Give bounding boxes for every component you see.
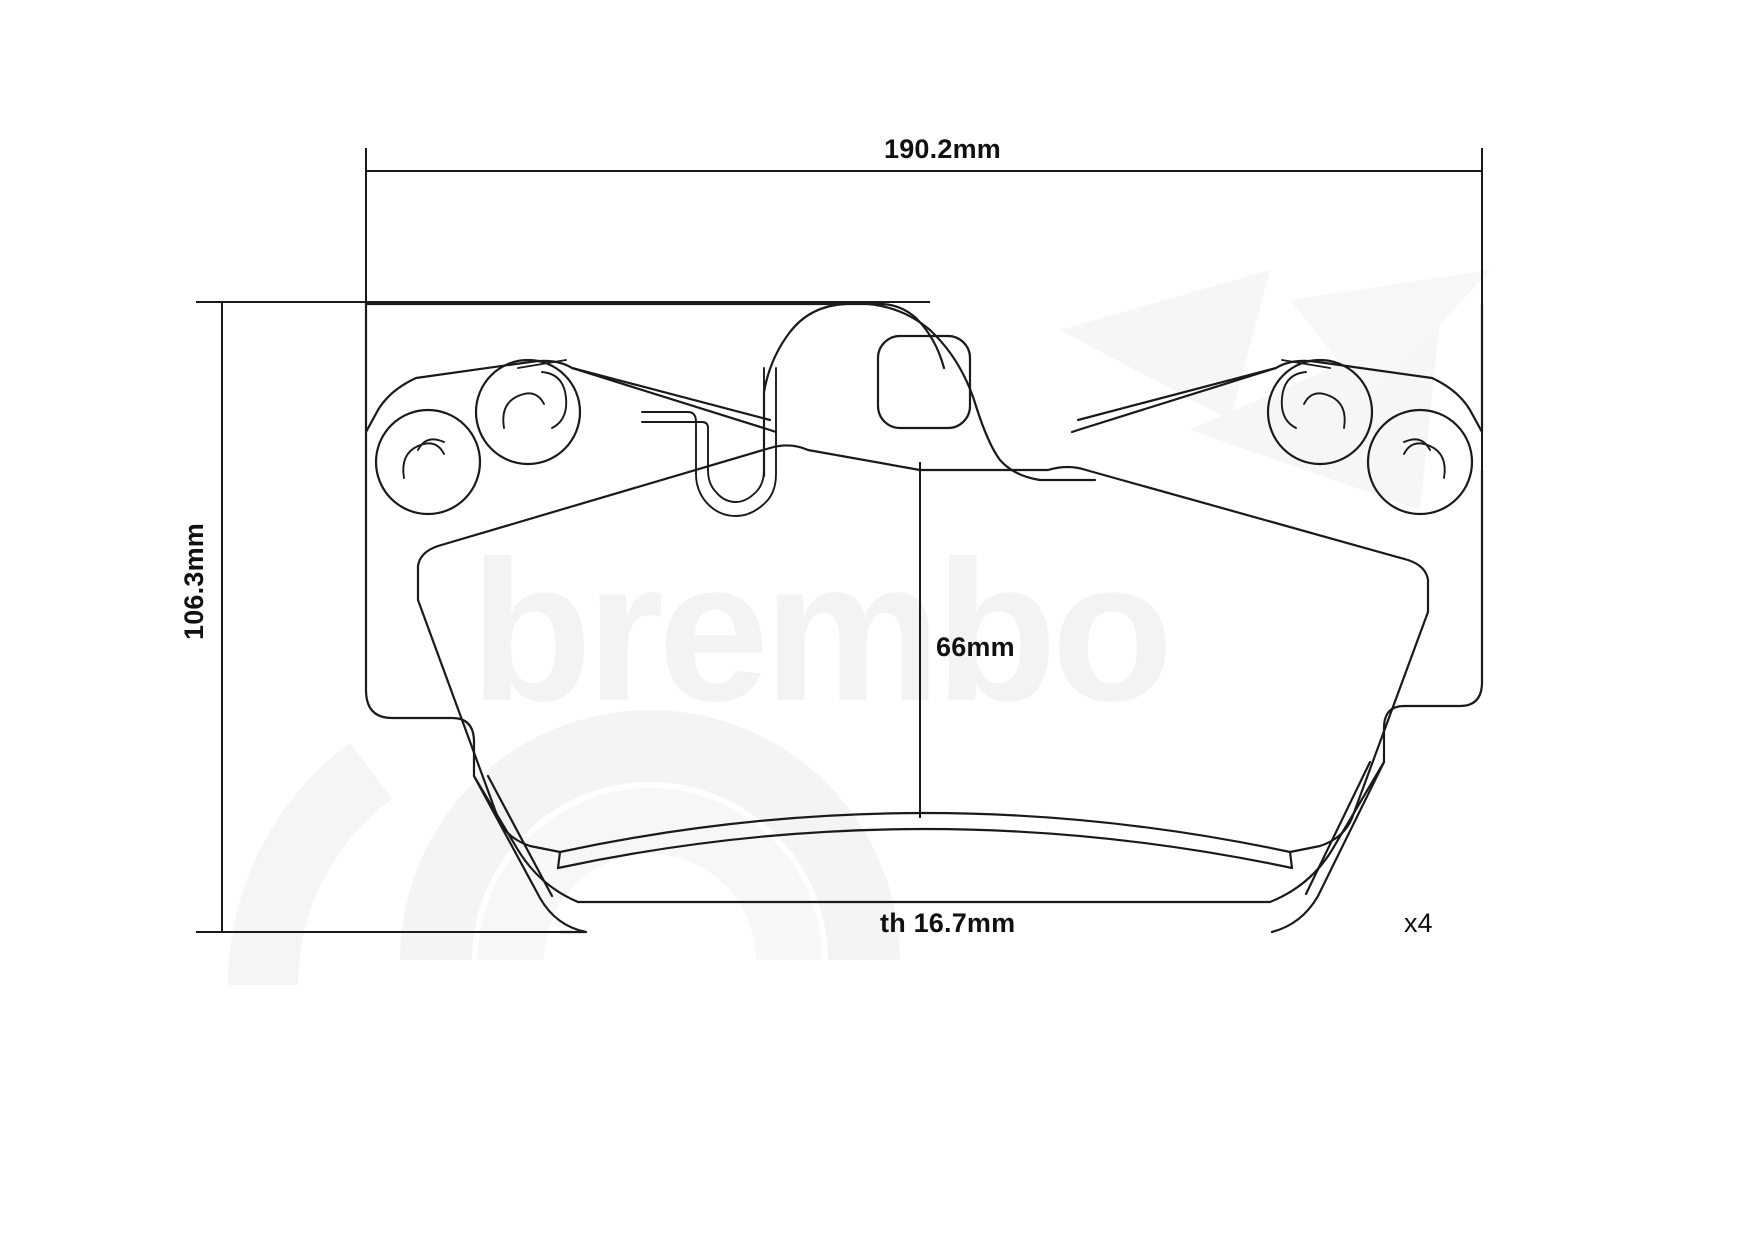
right-ear-outer-arc	[1403, 442, 1446, 479]
left-ear-tangent	[517, 359, 567, 369]
watermark-accent-shapes	[1060, 270, 1490, 510]
left-ear-outer-circle	[374, 408, 482, 516]
left-ear-outer-arc	[402, 442, 445, 479]
plate-thickness-edges	[472, 760, 1386, 934]
friction-bottom-edge-upper	[558, 811, 1292, 854]
watermark-wordmark: brembo	[470, 520, 1167, 743]
left-ear-inner-arc	[502, 392, 545, 429]
right-ear-outer-arc-2	[1403, 438, 1431, 451]
friction-bottom-edge-lower	[556, 827, 1294, 870]
brembo-watermark: brembo	[227, 270, 1490, 985]
left-ear-outer-arc-2	[417, 438, 445, 451]
backing-plate-outline	[364, 359, 1484, 904]
dimension-thickness: th 16.7mm	[880, 908, 1015, 938]
watermark-logo-mark	[227, 710, 900, 985]
right-ear-outer-circle	[1366, 408, 1474, 516]
left-ear-inner-arc-2	[541, 371, 568, 429]
quantity-label: x4	[1404, 908, 1433, 938]
width-dimension-label: 190.2mm	[884, 134, 1001, 164]
right-ear-inner-circle	[1266, 358, 1374, 466]
right-ear-inner-arc	[1303, 392, 1346, 429]
friction-material-outline	[416, 444, 1430, 870]
left-ear-inner-circle	[474, 358, 582, 466]
left-spring-ears	[374, 358, 582, 516]
right-spring-ears	[1266, 358, 1474, 516]
thickness-label: th 16.7mm	[880, 908, 1015, 938]
backing-plate-top-rail	[364, 302, 946, 434]
dimension-overall-height: 106.3mm	[179, 301, 930, 933]
quantity-annotation: x4	[1404, 908, 1433, 938]
dimension-friction-height: 66mm	[919, 462, 1015, 818]
height-dimension-label: 106.3mm	[179, 523, 209, 640]
friction-height-label: 66mm	[936, 632, 1015, 662]
backing-plate-upper-right	[1070, 302, 1484, 434]
center-square-hole	[876, 334, 972, 430]
right-ear-inner-arc-2	[1280, 371, 1307, 429]
center-hump	[762, 302, 1097, 482]
center-notch	[641, 367, 777, 517]
